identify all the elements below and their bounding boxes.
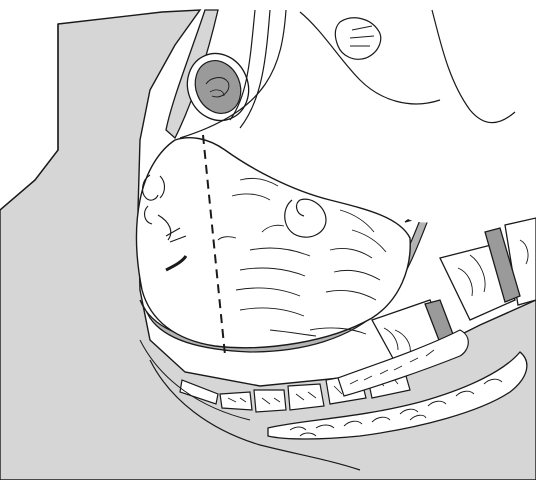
abdominal-wall-line-2 [240,10,270,128]
fetal-body [290,10,536,223]
